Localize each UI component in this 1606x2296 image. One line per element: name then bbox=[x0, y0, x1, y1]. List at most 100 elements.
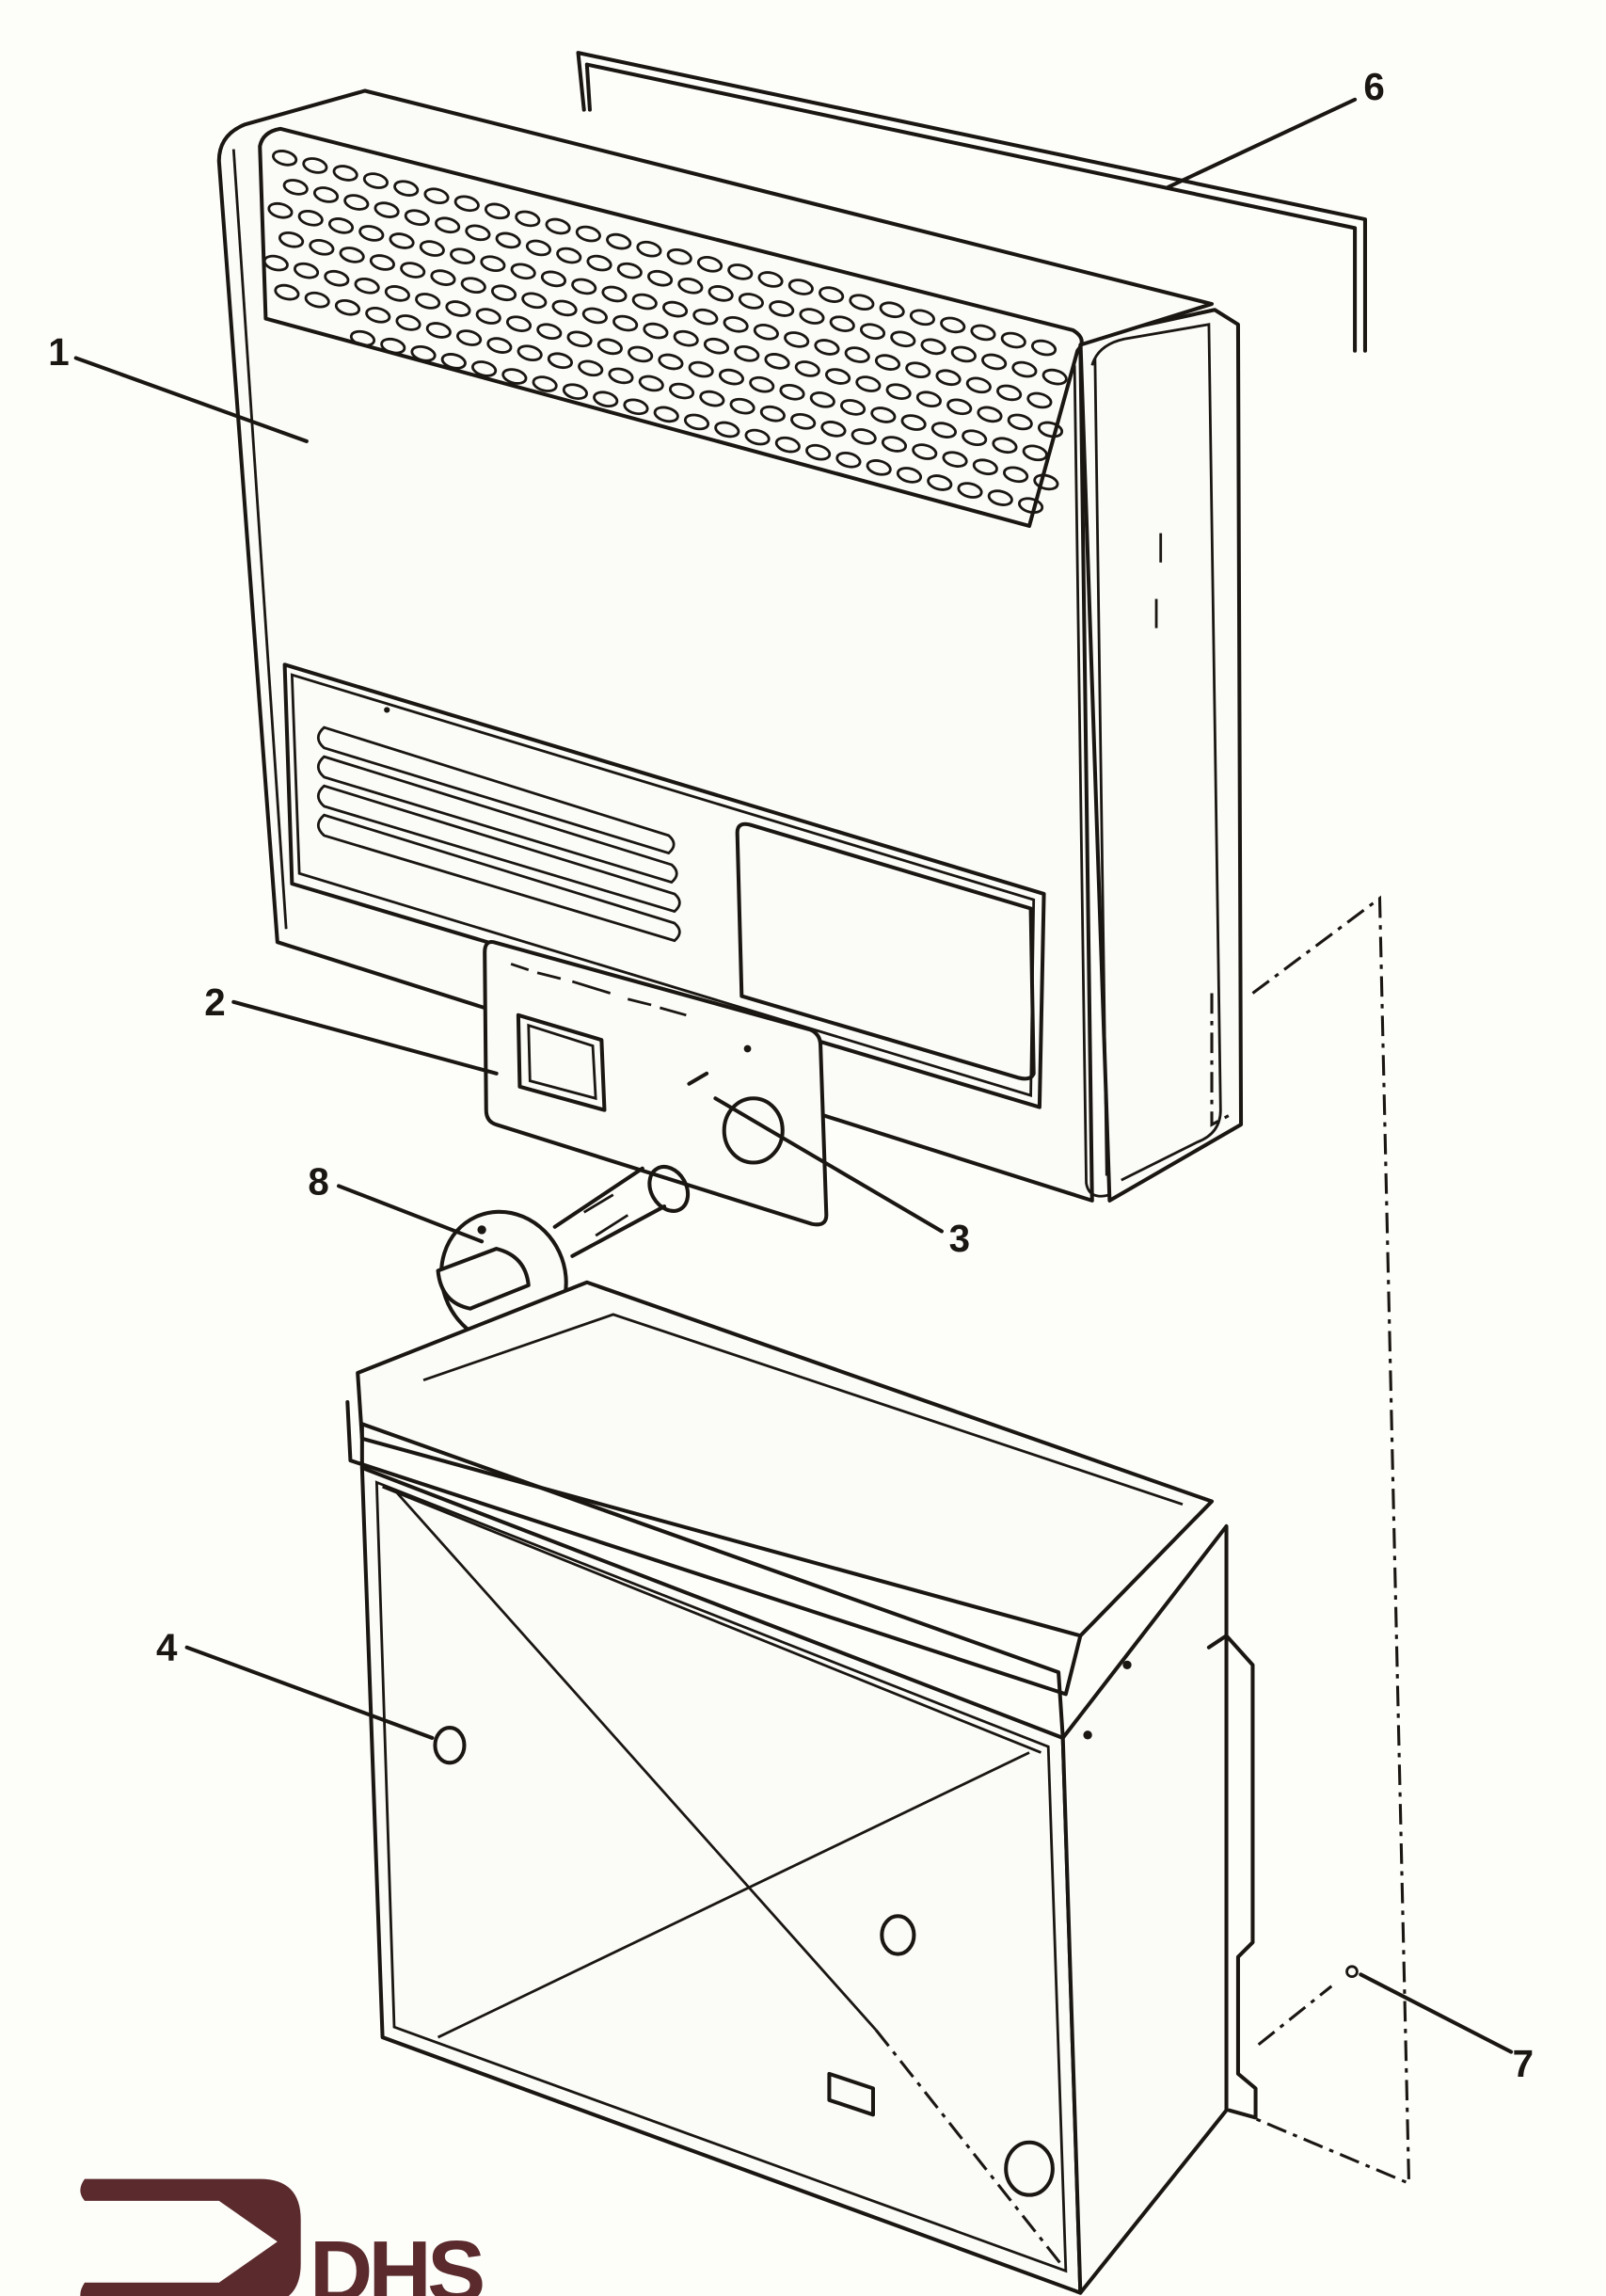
grille-slot bbox=[532, 375, 558, 392]
grille-slot bbox=[505, 315, 533, 332]
grille-slot bbox=[601, 285, 628, 303]
arrow-logo-icon bbox=[80, 2178, 301, 2296]
grille-slot bbox=[354, 277, 380, 295]
callout-1: 1 bbox=[48, 330, 69, 374]
grille-slot bbox=[855, 375, 882, 392]
grille-slot bbox=[562, 383, 588, 400]
grille-slot bbox=[278, 231, 305, 248]
grille-slot bbox=[606, 232, 632, 250]
grille-slot bbox=[962, 429, 988, 447]
grille-slot bbox=[571, 278, 597, 295]
grille-slot bbox=[324, 269, 350, 287]
grille-slot bbox=[521, 292, 548, 310]
grille-slots bbox=[262, 150, 1068, 515]
grille-slot bbox=[362, 172, 389, 189]
grille-slot bbox=[365, 307, 391, 324]
grille-slot bbox=[1030, 339, 1057, 357]
grille-slot bbox=[510, 263, 536, 280]
grille-slot bbox=[844, 346, 870, 363]
grille-slot bbox=[495, 231, 521, 249]
alignment-lines bbox=[1251, 895, 1411, 2186]
callout-6: 6 bbox=[1363, 65, 1384, 108]
grille-slot bbox=[1000, 331, 1026, 349]
grille-slot bbox=[757, 271, 784, 288]
grille-slot bbox=[987, 489, 1013, 506]
grille-slot bbox=[1011, 360, 1038, 378]
grille-slot bbox=[879, 301, 905, 319]
grille-slot bbox=[460, 277, 486, 294]
grille-slot bbox=[927, 474, 953, 491]
grille-slot bbox=[683, 413, 710, 431]
grille-slot bbox=[727, 263, 754, 280]
grille-slot bbox=[465, 224, 491, 242]
grille-slot bbox=[445, 300, 471, 317]
grille-slot bbox=[410, 345, 437, 362]
grille-slot bbox=[723, 315, 749, 333]
grille-slot bbox=[475, 308, 501, 325]
grille-slot bbox=[593, 391, 619, 408]
grille-slot bbox=[900, 414, 927, 431]
grille-slot bbox=[547, 352, 573, 370]
grille-slot bbox=[395, 314, 421, 331]
grille-slot bbox=[809, 391, 835, 408]
grille-slot bbox=[1022, 444, 1048, 462]
grille-slot bbox=[946, 398, 973, 416]
grille-slot bbox=[267, 201, 294, 219]
grille-slot bbox=[1033, 473, 1059, 491]
grille-slot bbox=[596, 338, 623, 356]
grille-slot bbox=[744, 428, 771, 446]
grille-slot bbox=[851, 428, 877, 445]
logo-text: DHS bbox=[310, 2223, 483, 2296]
grille-slot bbox=[957, 482, 983, 499]
grille-slot bbox=[881, 436, 908, 453]
grille-slot bbox=[940, 316, 966, 334]
grille-slot bbox=[885, 383, 912, 400]
grille-slot bbox=[575, 225, 601, 243]
louvre-slots bbox=[316, 725, 681, 943]
grille-slot bbox=[415, 293, 441, 310]
grille-slot bbox=[389, 232, 415, 249]
grille-slot bbox=[915, 391, 942, 408]
grille-slot bbox=[996, 384, 1023, 402]
grille-slot bbox=[1003, 466, 1029, 484]
callout-2: 2 bbox=[204, 981, 225, 1024]
grille-slot bbox=[749, 375, 775, 393]
grille-slot bbox=[1007, 413, 1033, 431]
grille-slot bbox=[935, 369, 962, 387]
control-plate-part-2 bbox=[483, 940, 829, 1227]
grille-slot bbox=[282, 179, 309, 196]
grille-slot bbox=[358, 225, 385, 242]
grille-slot bbox=[517, 344, 543, 361]
grille-slot bbox=[471, 360, 498, 377]
grille-slot bbox=[309, 239, 335, 256]
grille-slot bbox=[662, 300, 689, 318]
gasket-part-6 bbox=[576, 51, 1367, 353]
grille-slot bbox=[896, 467, 923, 484]
grille-slot bbox=[912, 443, 938, 460]
grille-slot bbox=[688, 360, 714, 378]
grille-slot bbox=[764, 353, 790, 370]
grille-slot bbox=[849, 294, 875, 311]
grille-slot bbox=[708, 285, 734, 302]
grille-slot bbox=[779, 383, 805, 401]
grille-slot bbox=[643, 322, 669, 340]
grille-slot bbox=[566, 330, 593, 348]
grille-slot bbox=[540, 270, 567, 288]
grille-slot bbox=[456, 329, 483, 346]
grille-slot bbox=[556, 247, 582, 264]
grille-slot bbox=[515, 210, 541, 228]
grille-slot bbox=[950, 345, 977, 363]
grille-slot bbox=[425, 322, 452, 339]
grille-slot bbox=[274, 283, 300, 301]
grille-slot bbox=[769, 300, 795, 317]
grille-slot bbox=[653, 406, 679, 423]
grille-slot bbox=[753, 324, 779, 341]
grille-slot bbox=[666, 247, 692, 265]
grille-slot bbox=[578, 359, 604, 377]
dhs-logo: DHS bbox=[80, 2178, 487, 2296]
grille-slot bbox=[419, 240, 445, 257]
grille-slot bbox=[450, 247, 476, 264]
grille-slot bbox=[302, 157, 328, 174]
grille-slot bbox=[734, 345, 760, 362]
